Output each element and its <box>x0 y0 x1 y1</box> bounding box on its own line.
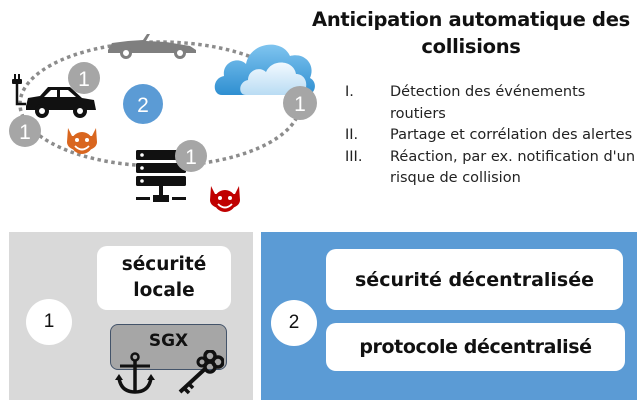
local-security-badge: 1 <box>283 86 317 120</box>
slide-title: Anticipation automatique des collisions <box>312 8 630 58</box>
sgx-label: SGX <box>148 331 189 351</box>
local-security-label: sécurité locale <box>121 254 207 301</box>
badge-number: 1 <box>19 121 31 144</box>
local-security-badge: 1 <box>175 140 207 172</box>
collision-diagram: 1 1 1 1 2 <box>9 34 317 212</box>
steps-list: I. Détection des événements routiers II.… <box>345 82 642 190</box>
local-security-panel: 1 sécurité locale SGX <box>9 232 253 400</box>
step-text: Partage et corrélation des alertes <box>390 127 633 143</box>
convertible-car-icon <box>108 34 196 59</box>
orange-devil-icon <box>67 128 97 154</box>
decentralized-panel: 2 sécurité décentralisée protocole décen… <box>261 232 637 400</box>
red-devil-icon <box>210 186 240 212</box>
anchor-icon <box>115 352 155 394</box>
panel-number-badge: 2 <box>271 300 317 346</box>
badge-number: 1 <box>78 68 90 91</box>
local-security-badge: 1 <box>9 115 41 147</box>
server-icon <box>136 150 186 202</box>
electric-car-icon <box>12 74 96 118</box>
cloud-icon <box>214 44 315 95</box>
local-security-box: sécurité locale <box>97 246 231 310</box>
decentralized-badge: 2 <box>123 84 163 124</box>
decentralized-protocol-box: protocole décentralisé <box>326 323 625 371</box>
decentralized-security-label: sécurité décentralisée <box>355 268 594 291</box>
step-number: I. <box>345 84 354 100</box>
step-number: III. <box>345 148 363 165</box>
panel-number-badge: 1 <box>26 299 72 345</box>
badge-number: 1 <box>185 146 197 169</box>
badge-number: 2 <box>137 94 149 117</box>
step-item: III. Réaction, par ex. notification d'un… <box>345 147 642 190</box>
decentralized-protocol-label: protocole décentralisé <box>359 336 592 358</box>
step-text: Réaction, par ex. notification d'un risq… <box>390 148 636 187</box>
decentralized-security-box: sécurité décentralisée <box>326 249 623 310</box>
step-item: I. Détection des événements routiers <box>345 82 642 125</box>
step-text: Détection des événements routiers <box>390 84 586 122</box>
key-icon <box>178 350 224 395</box>
badge-number: 1 <box>294 93 306 116</box>
local-security-badge: 1 <box>68 62 100 94</box>
step-item: II. Partage et corrélation des alertes <box>345 125 642 147</box>
step-number: II. <box>345 127 359 143</box>
